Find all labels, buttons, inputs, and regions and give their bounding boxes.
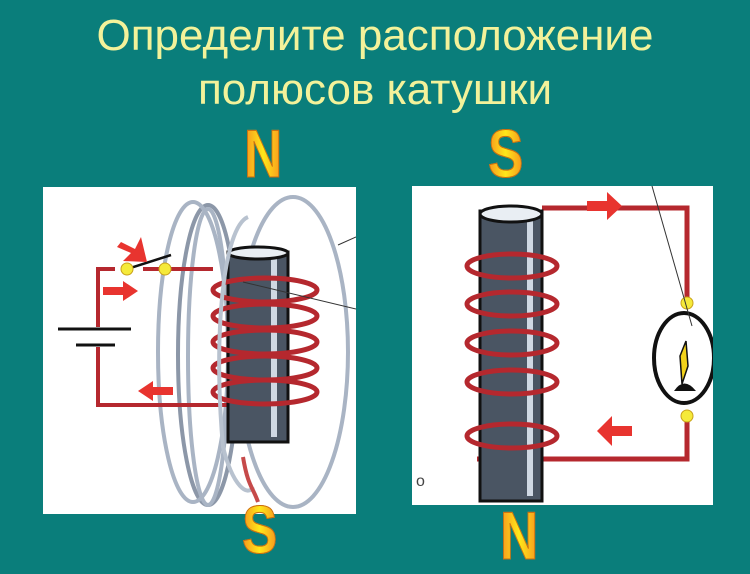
coil-icon: [210, 275, 320, 407]
left-coil-diagram: [43, 187, 356, 514]
title-line-2: полюсов катушки: [197, 65, 553, 114]
pointer-line: [651, 186, 693, 327]
label-fragment: о: [416, 473, 425, 490]
lamp-icon: [652, 296, 713, 423]
right-top-pole-label: S: [488, 116, 524, 192]
field-line-front: [217, 215, 260, 503]
circuit-wire: [96, 267, 243, 407]
left-bottom-pole-label: S: [242, 492, 278, 568]
iron-core-icon: [226, 245, 290, 444]
right-coil-diagram: о: [412, 186, 713, 505]
right-bottom-pole-label: N: [500, 498, 539, 574]
current-arrow-icon: [587, 192, 632, 446]
pointer-lines: [242, 236, 356, 310]
left-top-pole-label: N: [244, 116, 283, 192]
title-line-1: Определите расположение: [96, 11, 654, 60]
battery-icon: [58, 327, 131, 347]
current-arrow-icon: [103, 237, 173, 401]
switch-icon: [120, 253, 172, 276]
coil-icon: [464, 251, 560, 451]
